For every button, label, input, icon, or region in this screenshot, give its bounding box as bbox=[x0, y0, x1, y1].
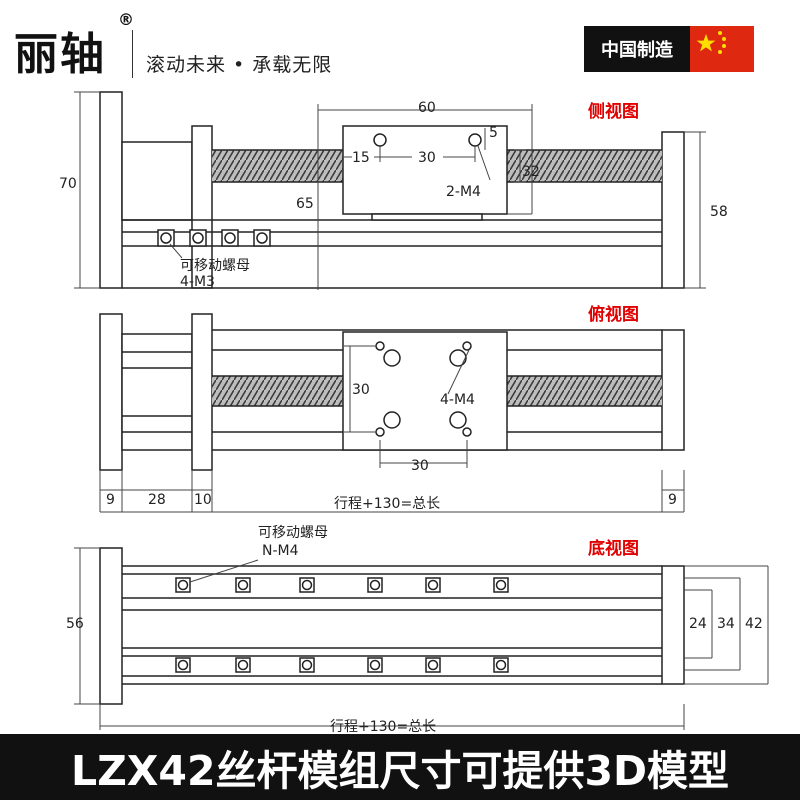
dim-70: 70 bbox=[59, 176, 77, 192]
side-view-dimensions: 60 15 30 5 32 70 65 58 2-M4 可移动螺母 4-M3 bbox=[59, 100, 728, 290]
side-view bbox=[74, 91, 706, 290]
dim-42: 42 bbox=[745, 616, 763, 632]
header: 丽轴 ® 滚动未来 • 承载无限 中国制造 bbox=[0, 0, 800, 86]
view-labels: 侧视图 俯视图 底视图 bbox=[588, 101, 639, 559]
made-in-china-badge: 中国制造 bbox=[584, 26, 754, 72]
dim-24: 24 bbox=[689, 616, 707, 632]
brand-logo: 丽轴 bbox=[14, 29, 106, 80]
dim-9-right: 9 bbox=[668, 492, 677, 508]
dim-30-horizontal: 30 bbox=[411, 458, 429, 474]
bottom-nm4-label: N-M4 bbox=[262, 543, 299, 559]
bottom-nuts-top-row bbox=[175, 577, 509, 593]
bottom-view-dimensions: 可移动螺母 N-M4 56 24 34 42 行程+130=总长 bbox=[66, 525, 763, 735]
dim-30: 30 bbox=[418, 150, 436, 166]
china-flag-icon bbox=[690, 26, 754, 72]
dim-34: 34 bbox=[717, 616, 735, 632]
dim-28: 28 bbox=[148, 492, 166, 508]
footer-title-bar: LZX42丝杆模组尺寸可提供3D模型 bbox=[0, 734, 800, 800]
top-view-dimensions: 30 30 4-M4 9 28 10 9 行程+130=总长 bbox=[106, 382, 677, 512]
dim-10: 10 bbox=[194, 492, 212, 508]
dim-32: 32 bbox=[522, 164, 540, 180]
top-total-length: 行程+130=总长 bbox=[334, 496, 440, 512]
dim-15: 15 bbox=[352, 150, 370, 166]
bottom-nut-label: 可移动螺母 bbox=[258, 525, 328, 541]
footer-title: LZX42丝杆模组尺寸可提供3D模型 bbox=[70, 747, 730, 795]
bottom-view-label: 底视图 bbox=[588, 538, 639, 559]
dim-58: 58 bbox=[710, 204, 728, 220]
side-m4-label: 2-M4 bbox=[446, 184, 481, 200]
bottom-total-length: 行程+130=总长 bbox=[330, 719, 436, 735]
dim-60: 60 bbox=[418, 100, 436, 116]
slogan: 滚动未来 • 承载无限 bbox=[146, 54, 333, 76]
bottom-nuts-bottom-row bbox=[175, 657, 509, 673]
top-m4-label: 4-M4 bbox=[440, 392, 475, 408]
registered-mark: ® bbox=[118, 10, 134, 29]
bottom-view bbox=[74, 547, 769, 730]
side-nuts bbox=[157, 229, 271, 247]
top-view-label: 俯视图 bbox=[588, 304, 639, 325]
made-in-label: 中国制造 bbox=[584, 26, 690, 72]
dim-56: 56 bbox=[66, 616, 84, 632]
side-m3-label: 4-M3 bbox=[180, 274, 215, 290]
dim-30-vertical: 30 bbox=[352, 382, 370, 398]
header-divider bbox=[132, 30, 133, 78]
dim-9-left: 9 bbox=[106, 492, 115, 508]
side-nut-label: 可移动螺母 bbox=[180, 258, 250, 274]
side-view-label: 侧视图 bbox=[588, 101, 639, 122]
dim-5: 5 bbox=[489, 125, 498, 141]
top-view bbox=[99, 313, 685, 513]
dim-65: 65 bbox=[296, 196, 314, 212]
